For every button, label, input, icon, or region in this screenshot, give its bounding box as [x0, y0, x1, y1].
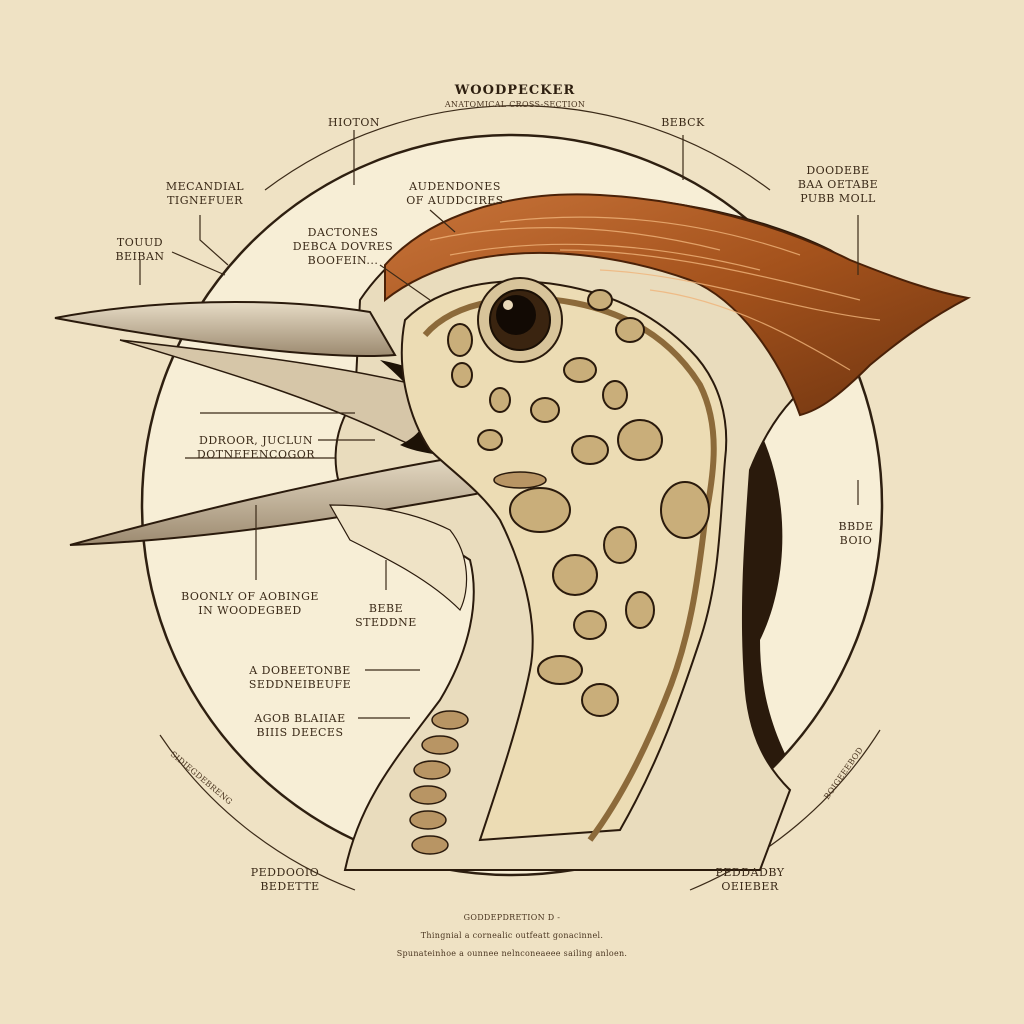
label-mid-left-b: DOTNEFENCOGOR — [197, 448, 315, 461]
title: WOODPECKER — [454, 83, 576, 98]
label-top-right: BEBCK — [661, 116, 705, 129]
caption-heading: GODDEPDRETION D - — [464, 913, 561, 922]
label-center-2a: DACTONES — [308, 226, 379, 239]
beak-upper — [54, 300, 397, 357]
label-lower-mid-a: BEBE — [369, 602, 403, 615]
label-center-2b: DEBCA DOVRES — [293, 240, 393, 253]
label-lower-left-a: BOONLY OF AOBINGE — [181, 590, 319, 603]
caption-line-1: Thingnial a cornealic outfeatt gonacinne… — [421, 931, 603, 940]
label-center-1b: OF AUDDCIRES — [406, 194, 504, 207]
label-lower-2b: BIIIS DEECES — [256, 726, 343, 739]
label-right-1c: PUBB MOLL — [800, 192, 876, 205]
label-right-2b: BOIO — [840, 534, 873, 547]
label-lower-left-b: IN WOODEGBED — [198, 604, 301, 617]
label-lower-2a: AGOB BLAIIAE — [253, 712, 345, 725]
label-top-left: HIOTON — [328, 116, 380, 129]
label-bottom-right-b: OEIEBER — [721, 880, 779, 893]
throat-fluff — [328, 504, 468, 612]
label-center-2c: BOOFEIN... — [308, 254, 379, 267]
outer-arc-top — [264, 105, 771, 191]
label-left-1b: TIGNEFUER — [167, 194, 243, 207]
eye-highlight — [503, 300, 513, 310]
label-arc-right: BOIGEEEBOD — [822, 745, 865, 801]
label-left-1a: MECANDIAL — [166, 180, 244, 193]
label-left-2b: BEIBAN — [115, 250, 164, 263]
label-bottom-left-a: PEDDOOIO — [251, 866, 319, 879]
trachea-rings — [409, 471, 547, 855]
eye-pupil — [496, 295, 536, 335]
leader-lines — [139, 130, 859, 719]
label-bottom-right-a: PEDDADBY — [716, 866, 785, 879]
outer-arc-left — [159, 734, 356, 891]
label-mid-left-a: DDROOR, JUCLUN — [199, 434, 313, 447]
label-center-1a: AUDENDONES — [408, 180, 501, 193]
label-left-2a: TOUUD — [117, 236, 163, 249]
label-right-1b: BAA OETABE — [798, 178, 878, 191]
label-arc-left: SIDIEGDEBRENG — [169, 750, 234, 807]
label-lower-mid-b: STEDDNE — [355, 616, 417, 629]
outer-arc-right — [689, 729, 881, 891]
bone-cells — [447, 289, 710, 717]
label-lower-1b: SEDDNEIBEUFE — [249, 678, 351, 691]
crest-strokes — [429, 216, 881, 371]
crest-feathers — [384, 193, 972, 417]
label-right-1a: DOODEBE — [806, 164, 869, 177]
label-bottom-left-b: BEDETTE — [260, 880, 319, 893]
subtitle: ANATOMICAL CROSS-SECTION — [444, 100, 585, 109]
label-right-2a: BBDE — [838, 520, 873, 533]
caption-line-2: Spunateinhoe a ounnee nelnconeaeee saili… — [397, 949, 628, 958]
label-lower-1a: A DOBEETONBE — [248, 664, 351, 677]
